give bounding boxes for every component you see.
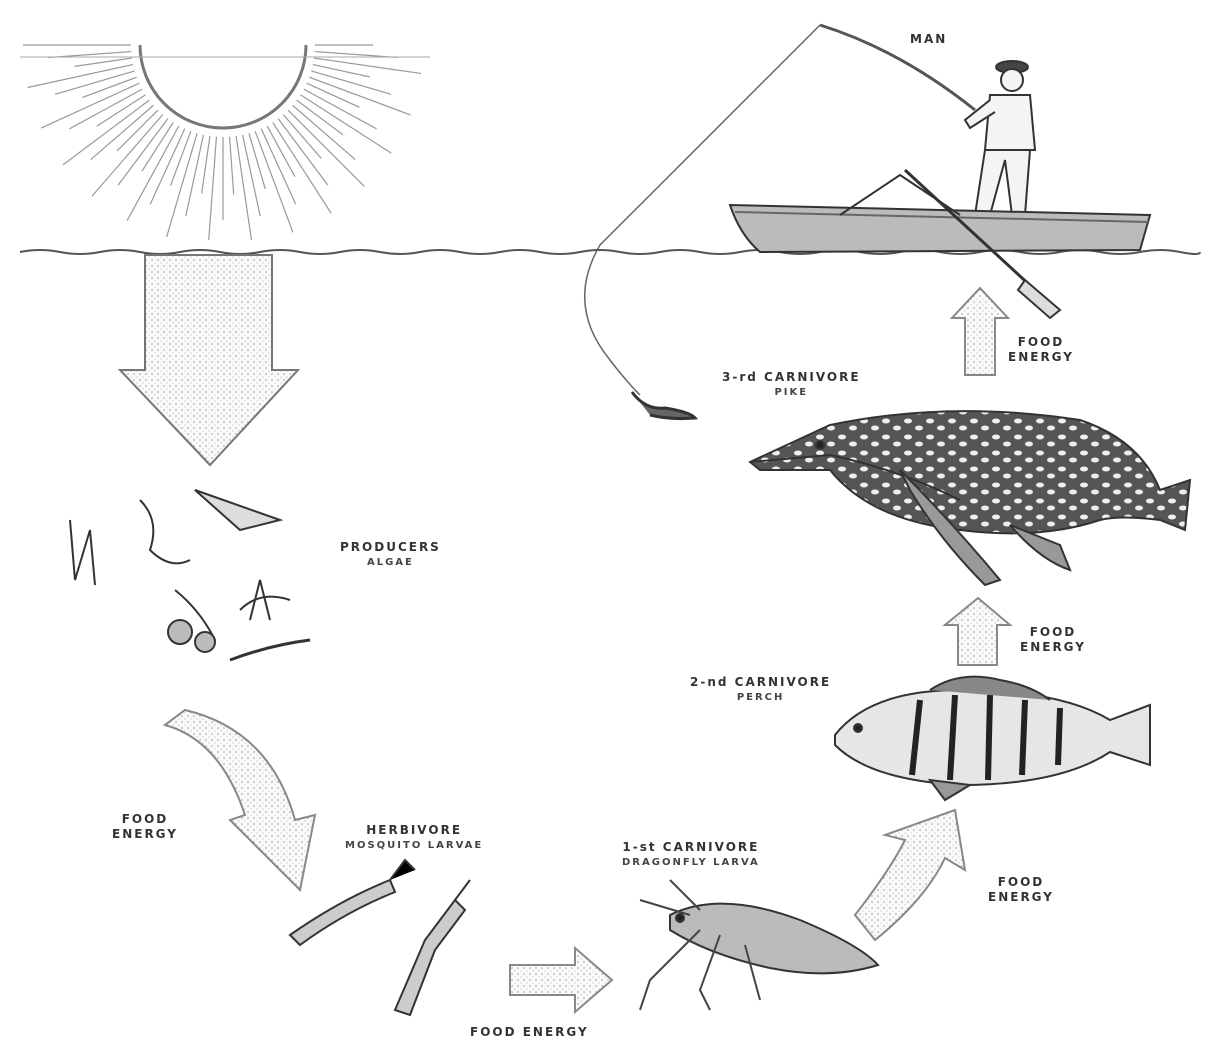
label-carnivore2-title: 2-nd CARNIVORE	[690, 675, 831, 690]
perch-icon	[835, 677, 1150, 800]
label-food-energy-line2: ENERGY	[988, 890, 1054, 905]
sun-ray	[304, 89, 377, 129]
label-producers: PRODUCERS ALGAE	[340, 540, 441, 570]
label-carnivore1-title: 1-st CARNIVORE	[622, 840, 760, 855]
label-food-energy-line2: ENERGY	[1008, 350, 1074, 365]
sun-ray	[171, 131, 191, 185]
label-food-energy-line1: FOOD	[988, 875, 1054, 890]
label-carnivore3-subtitle: PIKE	[722, 385, 861, 400]
sun-ray	[63, 100, 149, 165]
sun-ray	[249, 133, 265, 189]
label-food-energy-bottom: FOOD ENERGY	[470, 1025, 589, 1040]
pike-icon	[750, 411, 1190, 585]
label-food-energy-pike: FOOD ENERGY	[1020, 625, 1086, 655]
food-energy-arrow-icon	[855, 810, 965, 940]
label-producers-subtitle: ALGAE	[340, 555, 441, 570]
label-carnivore1: 1-st CARNIVORE DRAGONFLY LARVA	[622, 840, 760, 870]
sun-ray	[236, 136, 251, 240]
sun-ray	[82, 77, 136, 97]
label-herbivore-subtitle: MOSQUITO LARVAE	[345, 838, 483, 853]
sun-ray	[314, 58, 421, 73]
food-energy-arrow-icon	[165, 710, 315, 890]
sun-ray	[313, 65, 370, 77]
fisherman-icon	[965, 61, 1035, 215]
sun-ray	[309, 77, 410, 115]
sun-ray	[69, 89, 142, 129]
sun-ray	[75, 58, 132, 66]
label-carnivore2-subtitle: PERCH	[690, 690, 831, 705]
algae-icon	[70, 490, 310, 660]
food-energy-arrow-icon	[945, 598, 1010, 665]
sun-ray	[202, 136, 210, 193]
sun-ray	[209, 137, 217, 240]
label-man: MAN	[910, 32, 947, 47]
label-herbivore: HERBIVORE MOSQUITO LARVAE	[345, 823, 483, 853]
label-food-energy-perch: FOOD ENERGY	[988, 875, 1054, 905]
label-herbivore-title: HERBIVORE	[345, 823, 483, 838]
label-carnivore3-title: 3-rd CARNIVORE	[722, 370, 861, 385]
label-carnivore1-subtitle: DRAGONFLY LARVA	[622, 855, 760, 870]
label-man-text: MAN	[910, 32, 947, 47]
sun-ray	[243, 135, 261, 216]
larvae-icon	[290, 860, 470, 1015]
sun-ray	[255, 131, 293, 232]
sun-ray	[288, 110, 364, 186]
sun-ray	[127, 126, 179, 221]
label-food-energy-line1: FOOD	[112, 812, 178, 827]
food-energy-arrow-icon	[952, 288, 1008, 375]
sun-icon	[20, 45, 430, 240]
sunlight-arrow-icon	[120, 255, 298, 465]
sun-ray	[41, 83, 139, 128]
label-producers-title: PRODUCERS	[340, 540, 441, 555]
label-food-energy-line1: FOOD	[1008, 335, 1074, 350]
sun-ray	[230, 137, 234, 195]
label-food-energy-bottom-text: FOOD ENERGY	[470, 1025, 589, 1040]
label-food-energy-line2: ENERGY	[112, 827, 178, 842]
label-food-energy-line1: FOOD	[1020, 625, 1086, 640]
boat-icon	[730, 170, 1150, 318]
food-energy-arrow-icon	[510, 948, 612, 1012]
sun-ray	[117, 110, 158, 151]
label-carnivore2: 2-nd CARNIVORE PERCH	[690, 675, 831, 705]
label-carnivore3: 3-rd CARNIVORE PIKE	[722, 370, 861, 400]
label-food-energy-man: FOOD ENERGY	[1008, 335, 1074, 365]
label-food-energy-line2: ENERGY	[1020, 640, 1086, 655]
sun-ray	[186, 135, 204, 216]
label-food-energy-algae: FOOD ENERGY	[112, 812, 178, 842]
dragonfly-larva-icon	[640, 880, 878, 1010]
